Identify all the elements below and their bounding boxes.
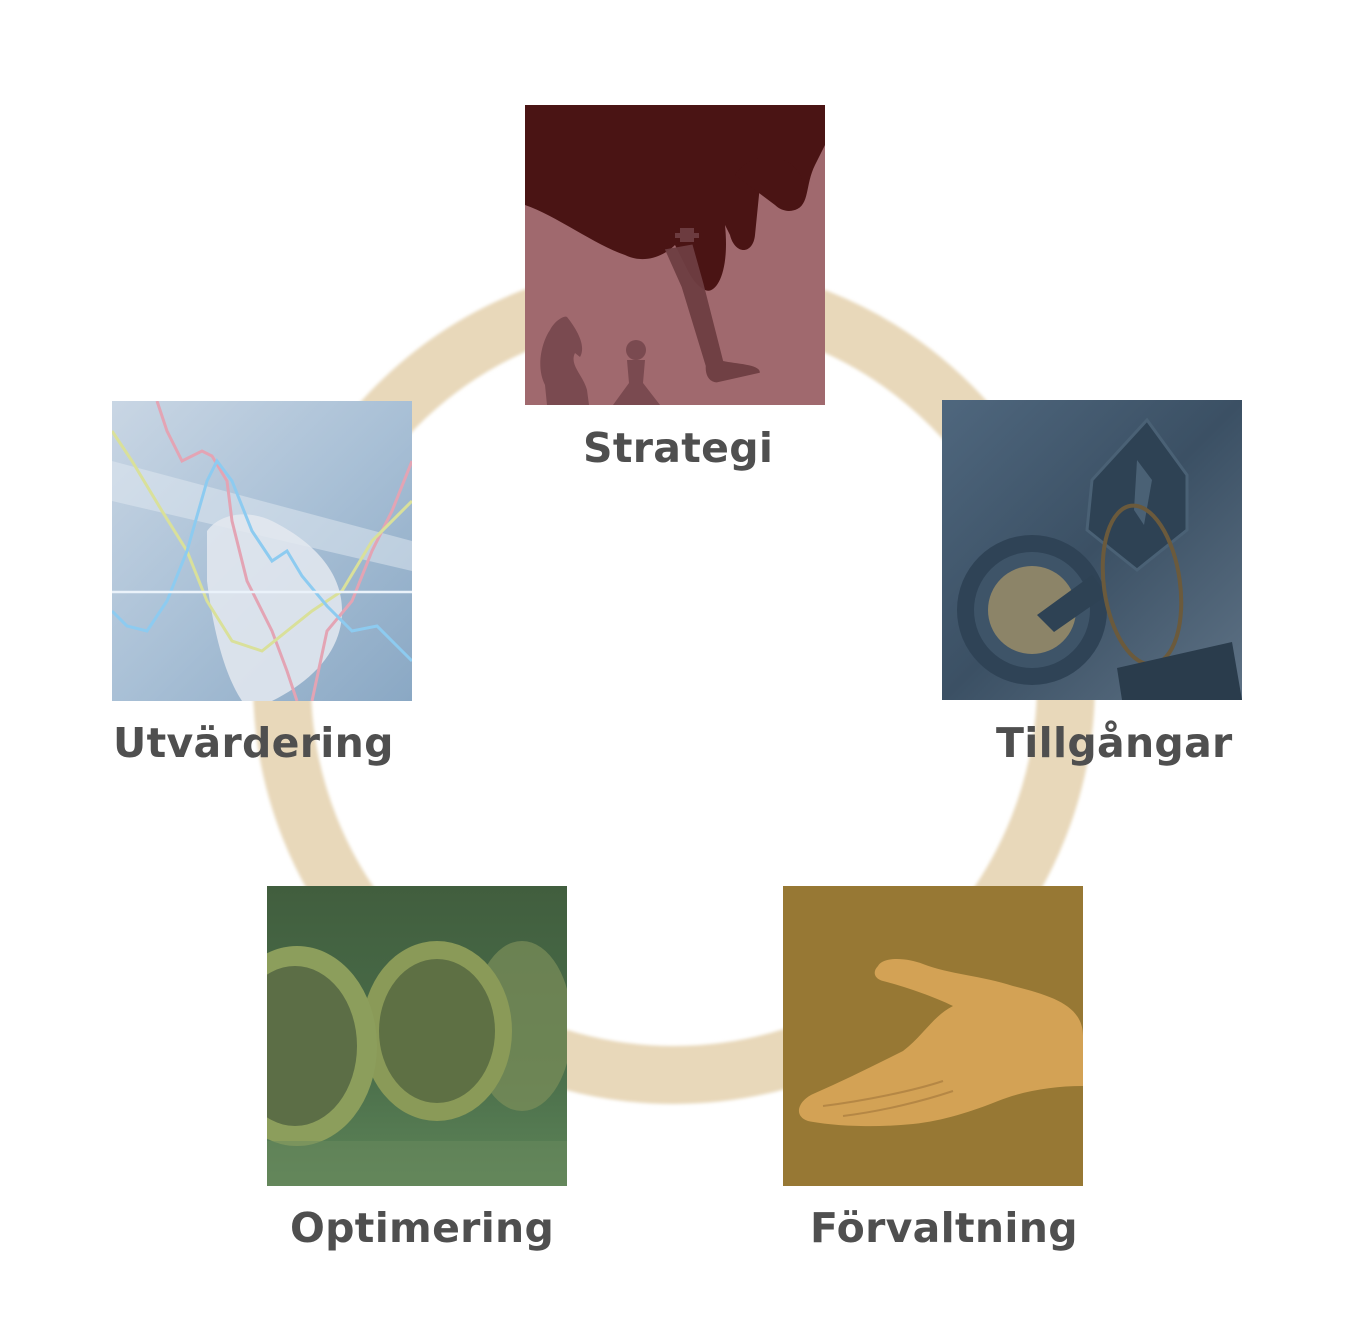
open-hand-image	[783, 886, 1083, 1186]
key-lock-image	[942, 400, 1242, 700]
node-label: Strategi	[583, 424, 774, 472]
euro-coins-image	[267, 886, 567, 1186]
node-label: Förvaltning	[810, 1204, 1078, 1252]
node-label: Tillgångar	[996, 719, 1233, 767]
node-label: Optimering	[290, 1204, 555, 1252]
chart-hand-image	[112, 401, 412, 701]
chess-hand-image	[525, 105, 825, 405]
node-label: Utvärdering	[113, 719, 394, 767]
